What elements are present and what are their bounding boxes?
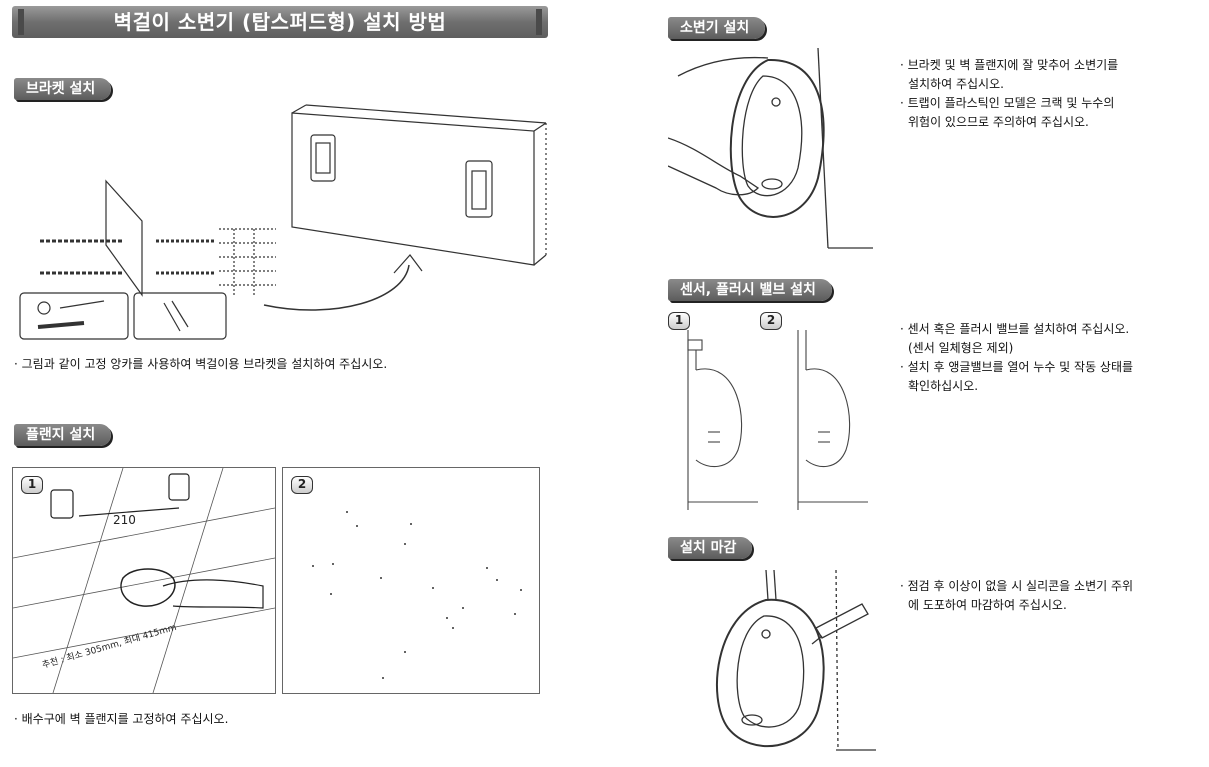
flange-step1-panel: 1 210 추천 : 최소 305mm, 최대 415mm: [12, 467, 276, 694]
finish-line1: · 점검 후 이상이 없을 시 실리콘을 소변기 주위: [900, 579, 1134, 593]
sensor-illustration: [668, 330, 878, 512]
flange-step2-panel: 2: [282, 467, 540, 694]
sensor-line3: · 설치 후 앵글밸브를 열어 누수 및 작동 상태를: [900, 360, 1134, 374]
sensor-heading: 센서, 플러시 밸브 설치: [668, 279, 832, 301]
sensor-step-2-badge: 2: [760, 312, 782, 330]
step-1-badge: 1: [21, 476, 43, 494]
flange-dimension-label: 210: [113, 513, 136, 527]
finish-line2: 에 도포하여 마감하여 주십시오.: [908, 598, 1067, 612]
bracket-illustration: [14, 95, 554, 345]
sensor-line4: 확인하십시오.: [908, 379, 979, 393]
sensor-line2: (센서 일체형은 제외): [908, 341, 1014, 355]
sensor-line1: · 센서 혹은 플러시 밸브를 설치하여 주십시오.: [900, 322, 1130, 336]
sensor-step-1-badge: 1: [668, 312, 690, 330]
page-title: 벽걸이 소변기 (탑스퍼드형) 설치 방법: [12, 6, 548, 38]
bracket-instruction: · 그림과 같이 고정 앙카를 사용하여 벽걸이용 브라켓을 설치하여 주십시오…: [14, 357, 388, 371]
urinal-line4: 위험이 있으므로 주의하여 주십시오.: [908, 115, 1089, 129]
urinal-heading: 소변기 설치: [668, 17, 766, 39]
flange-recommend-label: 추천 : 최소 305mm, 최대 415mm: [41, 622, 178, 671]
bracket-heading: 브라켓 설치: [14, 78, 112, 100]
urinal-line1: · 브라켓 및 벽 플랜지에 잘 맞추어 소변기를: [900, 58, 1119, 72]
urinal-illustration: [668, 48, 878, 253]
flange-instruction: · 배수구에 벽 플랜지를 고정하여 주십시오.: [14, 712, 229, 726]
flange-heading: 플랜지 설치: [14, 424, 112, 446]
finish-illustration: [676, 570, 876, 765]
urinal-line3: · 트랩이 플라스틱인 모델은 크랙 및 누수의: [900, 96, 1115, 110]
urinal-line2: 설치하여 주십시오.: [908, 77, 1004, 91]
finish-heading: 설치 마감: [668, 537, 753, 559]
step-2-badge: 2: [291, 476, 313, 494]
